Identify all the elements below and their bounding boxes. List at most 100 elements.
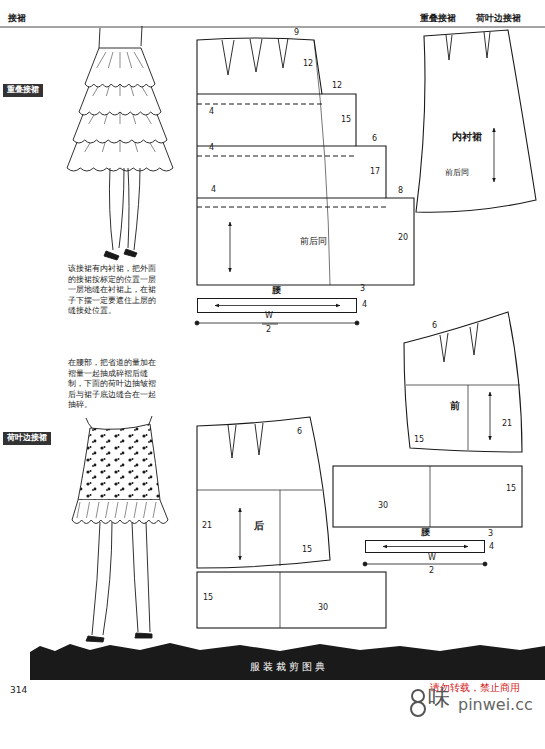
back-piece — [197, 417, 386, 628]
waistband-arrow — [363, 562, 367, 566]
page-number: 314 — [10, 686, 27, 696]
back-piece — [197, 572, 386, 628]
tier-pattern — [197, 145, 356, 146]
dimension: 15 — [203, 594, 213, 603]
tier-pattern — [197, 197, 386, 198]
waistband-piece: 腰 — [365, 540, 485, 553]
dimension: 4 — [362, 301, 367, 310]
header-rule — [0, 27, 545, 28]
piece-label: 前后同 — [300, 237, 327, 247]
tier-pattern — [222, 38, 288, 75]
dimension: W — [265, 312, 273, 321]
logo-mark — [411, 690, 425, 716]
dimension: 17 — [370, 168, 380, 177]
tier-pattern — [197, 104, 322, 105]
tiered-skirt-figure — [99, 26, 142, 48]
waistband-arrow — [383, 546, 468, 547]
tiered-skirt-figure — [97, 52, 106, 68]
back-piece — [240, 508, 241, 560]
dimension: 30 — [318, 604, 328, 613]
dimension: 4 — [211, 186, 216, 195]
ruffle-skirt-figure — [86, 633, 152, 642]
ruffle-skirt-figure — [72, 500, 168, 524]
tiered-skirt-figure — [120, 52, 121, 68]
tiered-skirt-figure — [134, 52, 143, 68]
back-piece — [197, 417, 330, 568]
ruffle-skirt-figure — [115, 502, 118, 518]
dimension: 21 — [502, 420, 512, 429]
ruffle-skirt-figure — [87, 502, 90, 518]
ruffle-skirt-figure — [153, 502, 156, 518]
ruffle-skirt-figure — [125, 502, 128, 518]
section-tag: 荷叶边接裙 — [3, 432, 51, 445]
lining-skirt — [494, 128, 495, 182]
front-piece — [430, 466, 431, 527]
note-text: 该接裙有内衬裙，把外面的接裙按标定的位置一层一层地缝在衬裙上，在裙子下摆一定要遮… — [68, 264, 160, 317]
section-label: 重叠接裙 — [7, 86, 39, 95]
dimension: 30 — [378, 502, 388, 511]
dimension: 4 — [489, 543, 494, 552]
book-title: 服 装 裁 剪 图 典 — [250, 661, 326, 672]
tier-pattern — [197, 38, 414, 285]
waistband-arrow — [483, 562, 487, 566]
tiered-skirt-figure — [109, 168, 140, 250]
back-piece — [197, 490, 322, 491]
piece-label: 内衬裙 — [452, 131, 482, 142]
lining-skirt — [416, 30, 536, 212]
back-piece — [280, 490, 281, 566]
dimension: 6 — [432, 322, 437, 331]
tiered-skirt-figure — [127, 52, 132, 68]
ruffle-skirt-figure — [106, 502, 109, 518]
footer-fringe — [30, 643, 545, 652]
waistband-arrow — [197, 323, 357, 324]
tiered-skirt-figure — [104, 249, 137, 260]
front-piece — [468, 385, 469, 450]
waistband-arrow — [365, 564, 485, 565]
lining-skirt — [446, 32, 490, 60]
header-text: 接裙 — [8, 14, 26, 24]
dimension: 2 — [266, 326, 271, 335]
footer-band: 服 装 裁 剪 图 典 — [30, 652, 545, 680]
tier-pattern — [197, 38, 414, 285]
section-label: 荷叶边接裙 — [7, 434, 47, 443]
ruffle-skirt-figure — [77, 502, 80, 518]
header-text: 重叠接裙 — [420, 14, 456, 24]
ruffle-skirt-figure — [96, 502, 99, 518]
section-tag: 重叠接裙 — [3, 84, 43, 97]
waistband-arrow — [355, 321, 359, 325]
dimension: 15 — [414, 436, 424, 445]
header-text: 荷叶边接裙 — [476, 14, 521, 24]
footer-fringe — [30, 643, 545, 652]
logo-mark — [411, 702, 425, 716]
dimension: 15 — [302, 546, 312, 555]
dimension: 12 — [303, 60, 313, 69]
piece-label: 前 — [450, 400, 460, 411]
watermark: 味 — [428, 686, 450, 710]
front-piece — [490, 392, 491, 440]
note-text: 在腰部，把省道的量加在褶量一起抽成碎褶后缝制，下面的荷叶边抽皱褶后与裙子底边缝合… — [68, 358, 160, 411]
tier-pattern — [197, 93, 322, 94]
waistband-arrow — [262, 324, 278, 325]
dimension: 20 — [398, 234, 408, 243]
dimension: 3 — [488, 530, 493, 539]
piece-label: 腰 — [272, 286, 281, 296]
front-piece — [406, 385, 520, 386]
ruffle-skirt-figure — [78, 424, 160, 500]
tiered-skirt-figure — [67, 26, 173, 260]
dimension: 15 — [341, 116, 351, 125]
dimension: 3 — [360, 285, 365, 294]
tier-pattern — [314, 40, 330, 285]
waistband-arrow — [215, 305, 340, 306]
ruffle-skirt-figure — [134, 502, 137, 518]
back-piece — [228, 423, 263, 458]
front-piece — [333, 312, 522, 527]
tiered-skirt-figure — [108, 52, 113, 68]
header-rule — [0, 27, 545, 28]
watermark: pinwei.cc — [458, 696, 533, 714]
front-piece — [333, 466, 522, 527]
dimension: 4 — [209, 108, 214, 117]
dimension: 4 — [209, 144, 214, 153]
dimension: W — [428, 554, 436, 563]
waistband-piece: 腰 — [197, 298, 357, 313]
dimension: 12 — [332, 82, 342, 91]
